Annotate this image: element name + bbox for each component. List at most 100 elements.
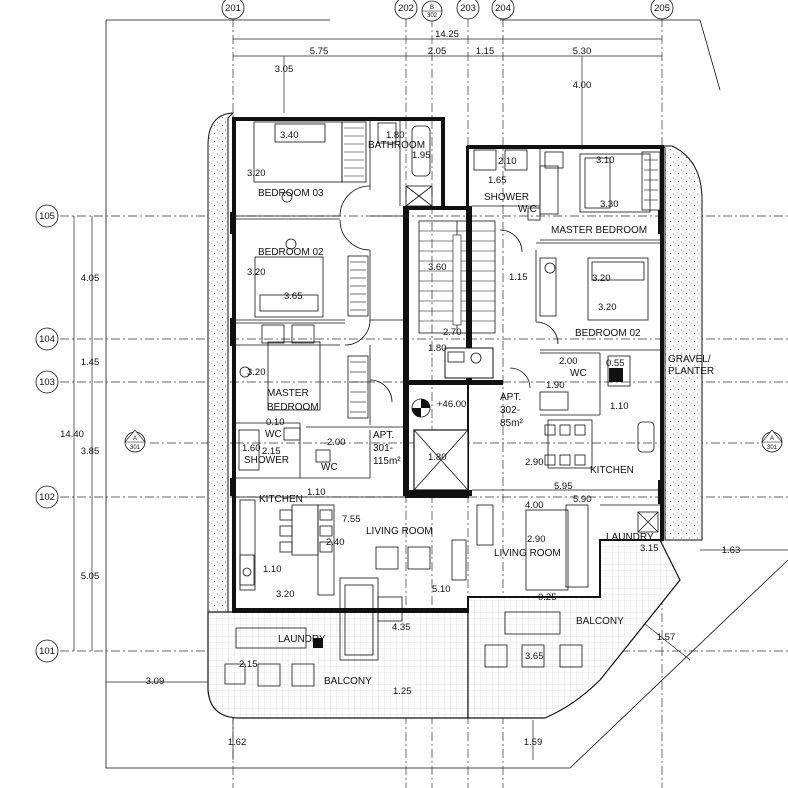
furniture-302: [473, 149, 661, 668]
dim-302-wc-side: 1.10: [610, 401, 629, 412]
gravel-planter-right: [661, 145, 703, 541]
dim-top-offset-right: 4.00: [573, 80, 592, 91]
apt-301-labels: BEDROOM 03 BATHROOM BEDROOM 02 MASTER BE…: [244, 140, 433, 687]
dim-302-sh-h: 1.65: [488, 175, 507, 186]
dim-301-b03-h: 3.20: [247, 168, 266, 179]
apt-302-label-1: APT.: [500, 392, 521, 403]
core-labels: 3.60 2.70 1.80 1.80 +46.00: [428, 262, 466, 463]
room-label-shower-301: SHOWER: [244, 455, 289, 466]
dim-302-b02-w: 3.20: [592, 273, 611, 284]
dim-right-diag: 1.57: [657, 632, 676, 643]
stair-core: [411, 220, 496, 491]
apt-301-label-2: 301-: [373, 443, 393, 454]
top-dimensions: 14.25 5.75 2.05 1.15 5.30 3.05 4.00: [233, 29, 662, 150]
dim-301-living-h: 5.10: [432, 584, 451, 595]
dim-302-sh-w: 2.10: [498, 156, 517, 167]
dim-302-kit-h: 2.90: [525, 457, 544, 468]
dim-302-wc-h: 1.90: [546, 380, 565, 391]
dim-301-kitchen-h: 1.10: [307, 487, 326, 498]
room-label-living-302: LIVING ROOM: [494, 548, 561, 559]
dim-top-offset-left: 3.05: [275, 64, 294, 75]
apt-302-label-2: 302-: [500, 405, 520, 416]
grid-bubbles-top: 201 202 203 204 205 B 302: [221, 0, 674, 22]
balcony-right: [467, 539, 681, 719]
apt-301-label-1: APT.: [373, 430, 394, 441]
dim-core-lobby-h: 1.80: [428, 343, 447, 354]
grid-bubbles-left: 105 104 103 102 101 A 301 A 301: [35, 204, 783, 663]
gravel-planter-left: [207, 112, 235, 613]
dim-302-living-w: 4.00: [525, 500, 544, 511]
interior-walls-301: [236, 118, 406, 498]
furniture-301: [224, 121, 467, 687]
room-label-wc2-301: WC: [321, 462, 338, 473]
section-marker-b-letter: B: [430, 5, 434, 11]
dim-top-seg-1: 5.75: [310, 46, 329, 57]
dim-302-b02-h: 3.20: [598, 302, 617, 313]
room-label-living-301: LIVING ROOM: [366, 526, 433, 537]
room-label-balcony-302: BALCONY: [576, 616, 624, 627]
room-label-wc-301: WC: [265, 429, 282, 440]
room-label-bedroom-02-302: BEDROOM 02: [575, 328, 641, 339]
dim-core-lift-w: 1.80: [428, 452, 447, 463]
dim-301-balcony-h: 1.25: [393, 686, 412, 697]
apt-302-label-3: 85m²: [500, 418, 523, 429]
grid-bubble-102: 102: [39, 492, 55, 503]
dim-301-mb-h: 3.20: [247, 367, 266, 378]
dim-top-seg-2: 2.05: [428, 46, 447, 57]
dim-301-bath-w: 1.80: [386, 130, 405, 141]
room-label-shower-302: SHOWER: [484, 192, 529, 203]
section-marker-a-left-letter: A: [133, 436, 137, 442]
room-label-master-301-b: BEDROOM: [267, 402, 319, 413]
dim-right-side: 1.63: [722, 545, 741, 556]
dim-left-seg-1: 4.05: [81, 273, 100, 284]
dim-bottom-center: 1.59: [524, 737, 543, 748]
dim-top-seg-4: 5.30: [573, 46, 592, 57]
dim-302-mb-w: 3.10: [596, 155, 615, 166]
outer-dimensions: 3.09 1.62 1.59 1.63 1.57: [106, 545, 788, 760]
door-swings: [339, 185, 559, 403]
grid-bubble-104: 104: [39, 334, 55, 345]
level-marker: +46.00: [437, 399, 466, 410]
dim-301-shower-h: 2.15: [262, 446, 281, 457]
room-label-balcony-301: BALCONY: [324, 676, 372, 687]
section-marker-a-right-num: 301: [767, 445, 778, 451]
dim-301-wc2-w: 2.00: [327, 437, 346, 448]
room-label-wc2-302: WC: [570, 368, 587, 379]
dim-bottom-left: 1.62: [228, 737, 247, 748]
dim-301-living-bottom: 4.35: [392, 622, 411, 633]
site-boundary-right: [699, 19, 721, 91]
grid-bubble-203: 203: [460, 3, 476, 14]
dim-302-wc-w: 2.00: [559, 356, 578, 367]
room-label-wc-302: W.C: [518, 204, 537, 215]
dim-301-b03-w: 3.40: [280, 130, 299, 141]
apt-302-dims: 2.10 1.65 3.10 3.30 1.15 3.20 3.20 2.00 …: [488, 155, 659, 662]
dim-301-k-depth: 2.40: [326, 537, 345, 548]
dim-core-stair-w: 2.70: [443, 327, 462, 338]
dim-left-seg-4: 5.05: [81, 571, 100, 582]
dim-top-seg-3: 1.15: [476, 46, 495, 57]
room-label-laundry-302: LAUNDRY: [606, 532, 654, 543]
dim-302-living-w2: 5.90: [573, 494, 592, 505]
grid-bubble-105: 105: [39, 211, 55, 222]
grid-bubble-205: 205: [654, 3, 670, 14]
dim-301-laundry-w: 2.15: [239, 659, 258, 670]
dim-302-mb-h: 3.30: [600, 199, 619, 210]
dim-302-corr: 1.15: [509, 272, 528, 283]
interior-walls-302: [472, 149, 663, 506]
section-marker-b-num: 302: [427, 13, 438, 19]
apt-301-dims: 3.40 3.20 1.80 1.95 3.20 3.65 3.20 0.10 …: [239, 130, 451, 697]
dim-301-k-w: 1.10: [263, 564, 282, 575]
room-label-laundry-301: LAUNDRY: [278, 634, 326, 645]
room-label-bathroom: BATHROOM: [368, 140, 425, 151]
dim-301-b02-h: 3.20: [247, 267, 266, 278]
grid-bubble-202: 202: [398, 3, 414, 14]
dim-overall-width: 14.25: [435, 29, 459, 40]
apt-301-label-3: 115m²: [373, 456, 401, 467]
dim-301-bath-h: 1.95: [412, 150, 431, 161]
dim-301-wc-w: 0.10: [266, 417, 285, 428]
dim-left-overall: 14.40: [60, 429, 84, 440]
room-label-master-301-a: MASTER: [267, 388, 309, 399]
grid-bubble-101: 101: [39, 646, 55, 657]
building-walls: [230, 117, 664, 613]
